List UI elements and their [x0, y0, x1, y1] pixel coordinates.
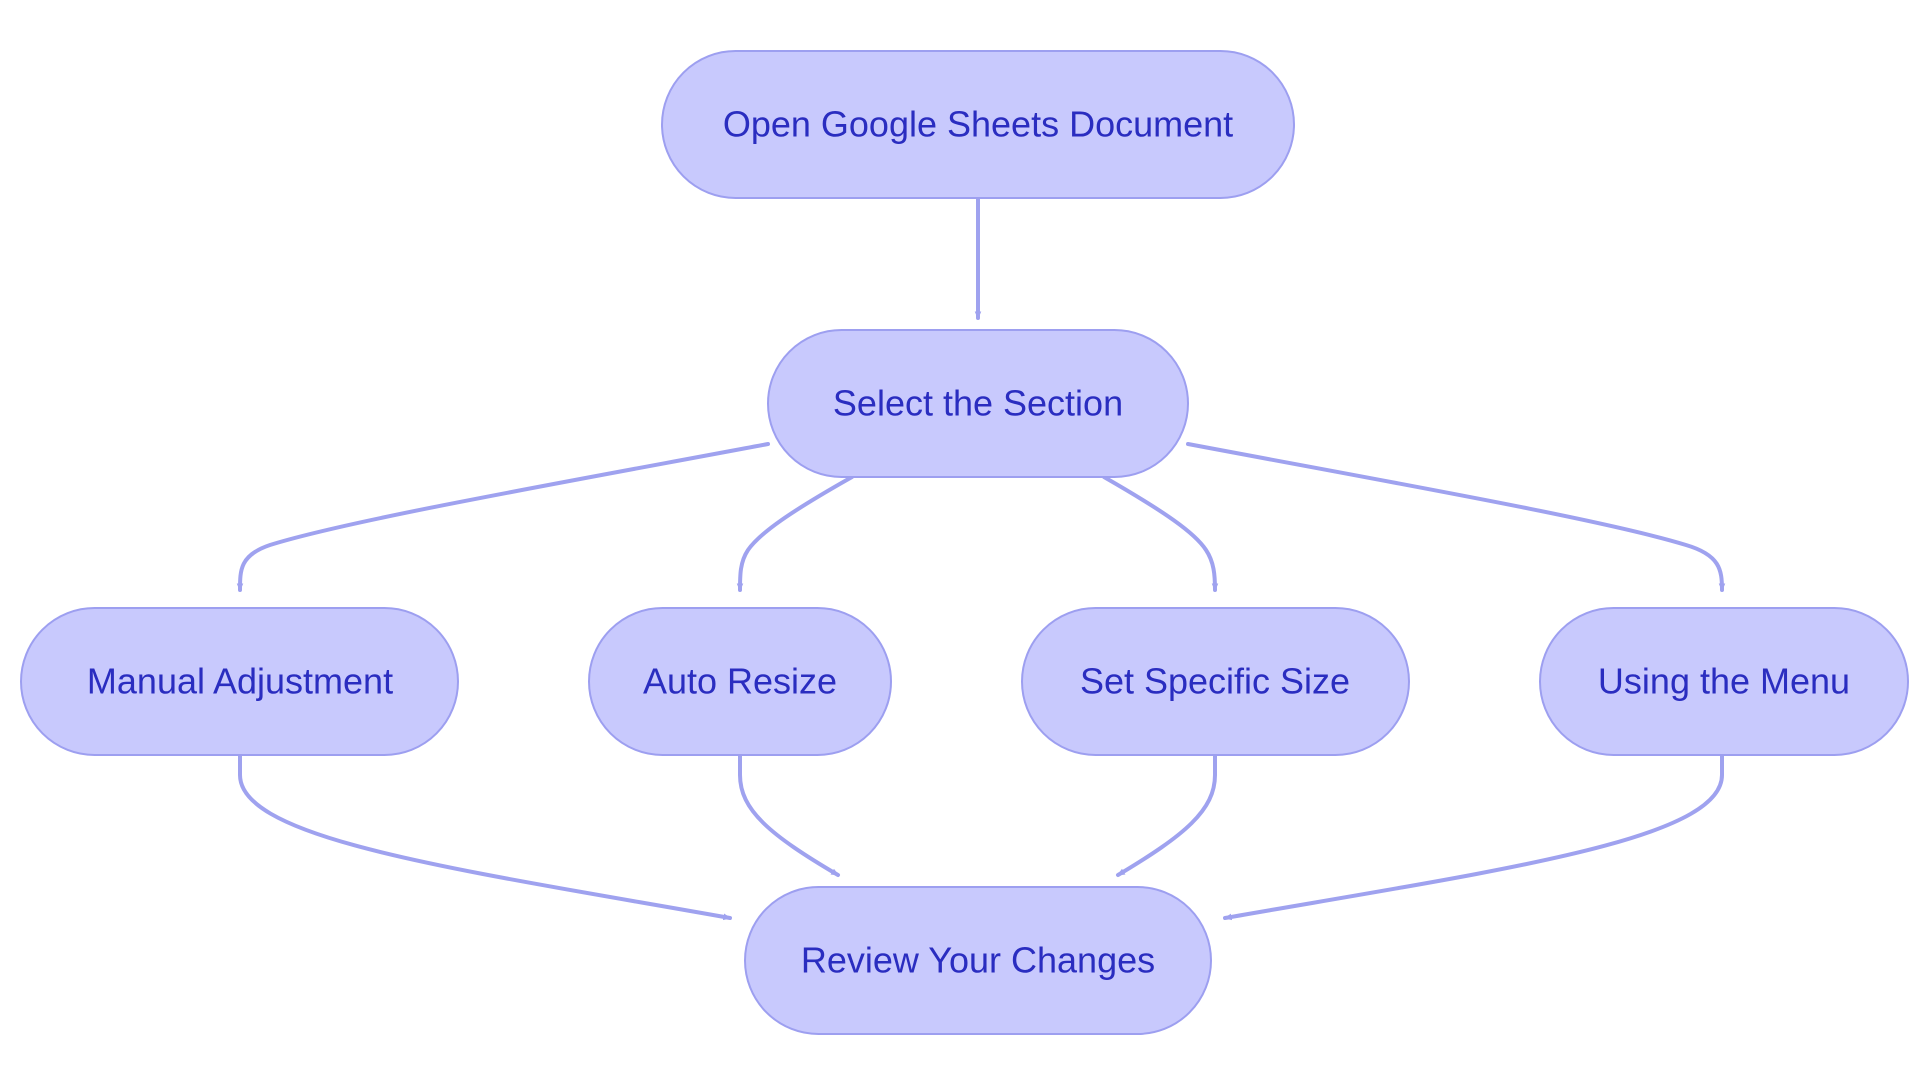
node-auto-resize[interactable]: Auto Resize [588, 607, 892, 756]
edge-select-to-manual [236, 442, 770, 592]
node-label: Auto Resize [643, 661, 837, 702]
edge-auto-to-review [738, 753, 840, 877]
node-open-google-sheets-document[interactable]: Open Google Sheets Document [661, 50, 1295, 199]
edge-select-to-menu [1186, 442, 1726, 592]
edge-manual-to-review [238, 753, 732, 921]
node-select-the-section[interactable]: Select the Section [767, 329, 1189, 478]
node-manual-adjustment[interactable]: Manual Adjustment [20, 607, 459, 756]
edge-select-to-specific [1102, 475, 1219, 592]
node-using-the-menu[interactable]: Using the Menu [1539, 607, 1909, 756]
node-label: Manual Adjustment [87, 661, 393, 702]
node-label: Using the Menu [1598, 661, 1850, 702]
edge-specific-to-review [1116, 753, 1217, 877]
node-label: Review Your Changes [801, 940, 1155, 981]
node-review-your-changes[interactable]: Review Your Changes [744, 886, 1212, 1035]
node-label: Set Specific Size [1080, 661, 1350, 702]
edge-menu-to-review [1223, 753, 1724, 921]
node-label: Select the Section [833, 383, 1123, 424]
node-label: Open Google Sheets Document [723, 104, 1233, 145]
node-set-specific-size[interactable]: Set Specific Size [1021, 607, 1410, 756]
edge-select-to-auto [736, 475, 854, 592]
